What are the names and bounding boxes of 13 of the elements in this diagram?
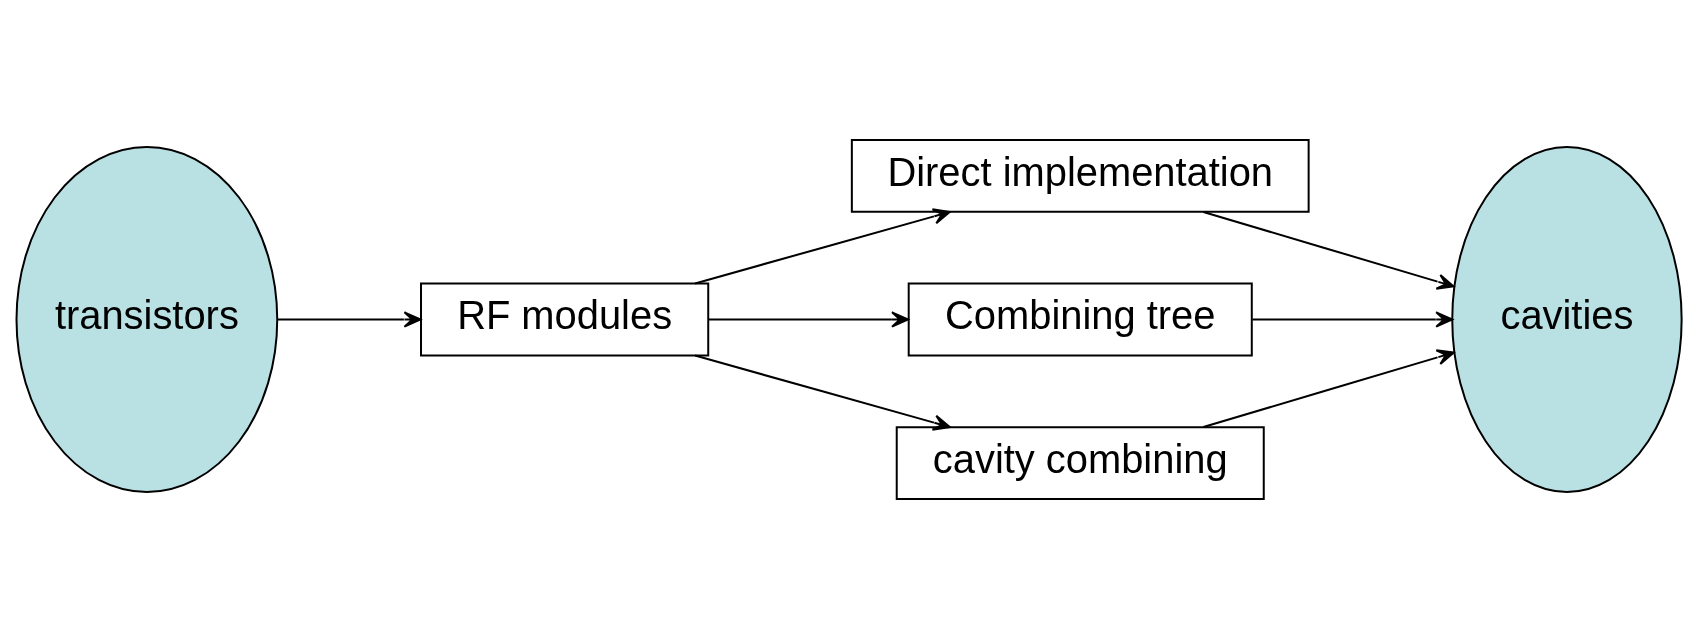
- node-ellipse: cavities: [1451, 145, 1683, 493]
- arrow: [1251, 310, 1454, 328]
- node-box: Combining tree: [907, 282, 1253, 356]
- arrow: [276, 310, 422, 328]
- node-box: cavity combining: [895, 425, 1265, 500]
- arrow: [694, 354, 951, 431]
- node-box: RF modules: [420, 282, 710, 356]
- node-ellipse: transistors: [15, 145, 279, 493]
- arrow: [1202, 210, 1455, 290]
- node-box: Direct implementation: [850, 138, 1310, 213]
- arrow: [707, 310, 909, 328]
- arrow: [1202, 348, 1455, 428]
- arrow: [694, 207, 951, 284]
